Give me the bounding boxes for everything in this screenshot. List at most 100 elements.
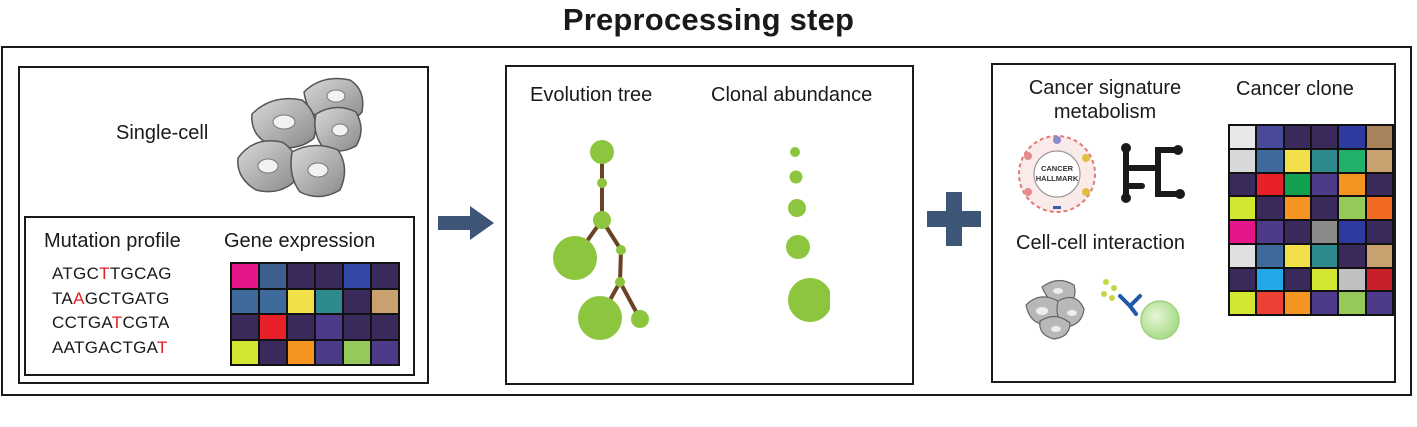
sequence-row: AATGACTGAT [52,336,172,361]
heatmap-cell [1230,292,1256,314]
mutation-sequences: ATGCTTGCAG TAAGCTGATG CCTGATCGTA AATGACT… [52,262,172,360]
heatmap-cell [260,340,286,364]
heatmap-cell [1257,244,1283,267]
abundance-dot [790,147,800,157]
cell-cluster-icon [1025,279,1085,340]
sequence-part: AATGACTGA [52,337,158,357]
signature-line: metabolism [1053,101,1157,123]
heatmap-cell [344,315,370,339]
cancer-clone-label: Cancer clone [1236,78,1354,100]
heatmap-cell [316,264,342,288]
ligand-receptor-icon [1101,279,1180,340]
heatmap-cell [1312,221,1338,243]
sequence-row: CCTGATCGTA [52,311,172,336]
heatmap-cell [372,264,398,288]
gene-expression-header: Gene expression [224,230,376,252]
cancer-hallmark-icon: CANCER HALLMARK [1018,135,1096,213]
page-title: Preprocessing step [562,2,855,37]
heatmap-cell [1257,292,1283,314]
mutation-base: T [157,337,168,357]
evolution-panel [505,65,914,385]
mutation-base: T [111,313,123,332]
heatmap-cell [1257,173,1283,196]
heatmap-cell [1366,126,1392,148]
heatmap-cell [1257,197,1283,219]
heatmap-cell [1312,173,1338,196]
heatmap-cell [316,315,342,339]
heatmap-cell [1284,173,1310,196]
sequence-part: ATGC [52,264,100,283]
tree-node [593,211,611,229]
abundance-dot [789,170,803,184]
heatmap-cell [1230,268,1256,291]
heatmap-cell [372,340,398,364]
cell-cell-interaction-label: Cell-cell interaction [1016,232,1185,254]
signature-line: Cancer signature [1028,77,1182,99]
heatmap-cell [344,264,370,288]
heatmap-cell [288,264,314,288]
heatmap-cell [316,289,342,313]
sequence-part: CCTGA [52,313,112,332]
heatmap-cell [1230,197,1256,219]
heatmap-cell [1257,221,1283,243]
heatmap-cell [1284,268,1310,291]
tree-node [616,245,626,255]
sequence-row: TAAGCTGATG [52,287,172,312]
heatmap-cell [288,315,314,339]
tree-node [553,236,597,280]
heatmap-cell [260,264,286,288]
heatmap-cell [1312,268,1338,291]
heatmap-cell [232,264,258,288]
heatmap-cell [232,315,258,339]
sequence-part: TGCAG [109,264,172,283]
heatmap-cell [1312,197,1338,219]
evolution-tree-label: Evolution tree [530,84,653,106]
hallmark-text: HALLMARK [1036,174,1079,183]
heatmap-cell [288,289,314,313]
heatmap-cell [1366,197,1392,219]
clonal-abundance-diagram [786,147,830,322]
heatmap-cell [1366,268,1392,291]
outer-frame [1,46,1412,396]
sequence-part: CGTA [122,313,170,332]
heatmap-cell [1284,221,1310,243]
heatmap-cell [1339,221,1365,243]
metabolism-pathway-icon [1121,143,1185,203]
heatmap-cell [372,315,398,339]
heatmap-cell [1257,149,1283,172]
heatmap-cell [288,340,314,364]
heatmap-cell [1284,292,1310,314]
cancer-signature-label: Cancer signature metabolism [1006,76,1204,124]
tree-node [578,296,622,340]
heatmap-cell [344,340,370,364]
heatmap-cell [1366,221,1392,243]
heatmap-cell [344,289,370,313]
heatmap-cell [1312,126,1338,148]
heatmap-cell [1366,244,1392,267]
heatmap-cell [1366,292,1392,314]
heatmap-cell [260,315,286,339]
tree-node [597,178,607,188]
heatmap-cell [1339,197,1365,219]
abundance-dot [786,235,810,259]
heatmap-cell [1366,149,1392,172]
heatmap-cell [1284,149,1310,172]
heatmap-cell [1312,149,1338,172]
heatmap-cell [1339,244,1365,267]
mutation-base: T [99,264,110,283]
heatmap-cell [1230,149,1256,172]
heatmap-cell [372,289,398,313]
heatmap-cell [1230,126,1256,148]
sequence-row: ATGCTTGCAG [52,262,172,287]
tree-node [615,277,625,287]
single-cell-cluster-icon [237,77,364,198]
sequence-part: GCTGATG [84,288,170,308]
heatmap-cell [1339,126,1365,148]
heatmap-cell [232,289,258,313]
heatmap-cell [260,289,286,313]
heatmap-cell [1312,292,1338,314]
heatmap-cell [1257,268,1283,291]
heatmap-cell [232,340,258,364]
heatmap-cell [1312,244,1338,267]
tree-node [590,140,614,164]
